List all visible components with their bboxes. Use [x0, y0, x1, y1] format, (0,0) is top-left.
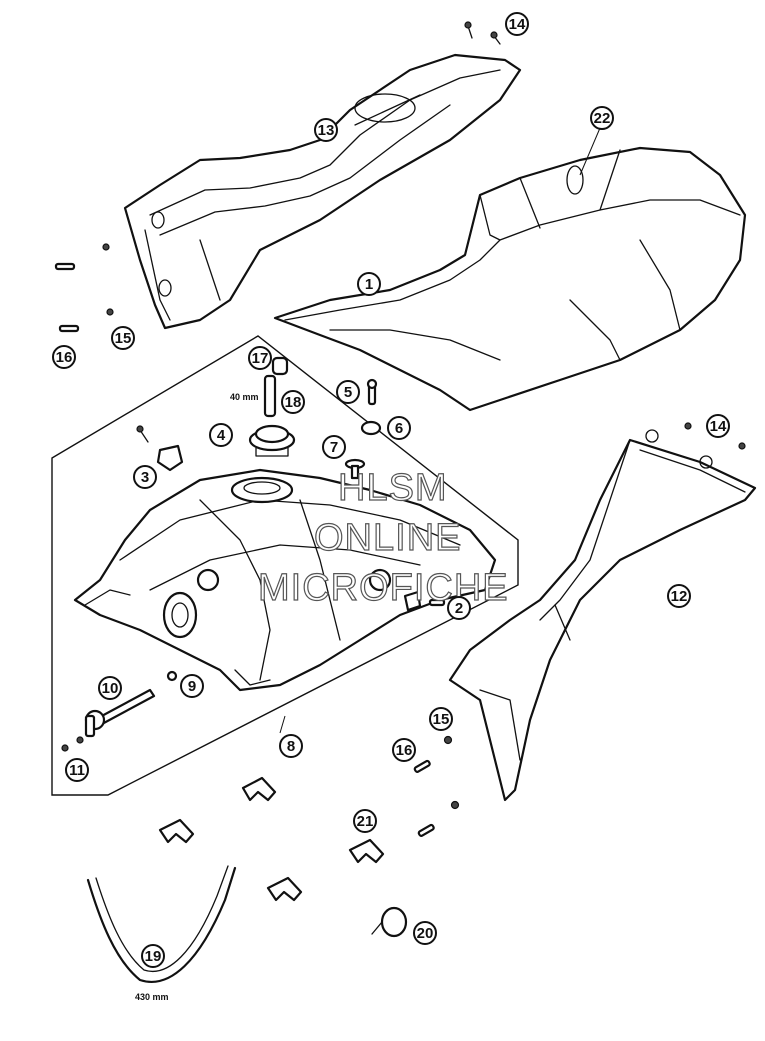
- svg-text:14: 14: [710, 418, 727, 435]
- svg-text:ONLINE: ONLINE: [314, 517, 461, 559]
- callout-3: 3: [133, 465, 157, 489]
- svg-text:11: 11: [69, 762, 85, 779]
- fuel-tap-10: [84, 688, 156, 738]
- svg-text:6: 6: [395, 420, 403, 437]
- svg-text:9: 9: [188, 678, 196, 695]
- callout-1: 1: [357, 272, 381, 296]
- svg-text:13: 13: [318, 122, 335, 139]
- callout-21: 21: [353, 809, 377, 833]
- callout-22: 22: [590, 106, 614, 130]
- right-side-cover: [448, 429, 757, 802]
- svg-text:19: 19: [145, 948, 162, 965]
- svg-text:14: 14: [509, 16, 526, 33]
- callout-7: 7: [322, 435, 346, 459]
- grommet-15-right: [443, 735, 460, 810]
- svg-text:16: 16: [396, 742, 413, 759]
- svg-text:16: 16: [56, 349, 73, 366]
- screw-14-right: [684, 422, 746, 450]
- callout-13: 13: [314, 118, 338, 142]
- callout-2: 2: [447, 596, 471, 620]
- svg-text:2: 2: [455, 600, 463, 617]
- svg-text:12: 12: [671, 588, 688, 605]
- callout-15-right: 15: [429, 707, 453, 731]
- hose-clamp-20: [371, 906, 408, 938]
- callout-18: 18: [281, 390, 305, 414]
- dimension-label-hose: 430 mm: [135, 992, 169, 1002]
- callout-19: 19: [141, 944, 165, 968]
- plug-17: [271, 356, 289, 376]
- callout-5: 5: [336, 380, 360, 404]
- svg-text:15: 15: [433, 711, 450, 728]
- dimension-label-plug: 40 mm: [230, 392, 259, 402]
- callout-16-right: 16: [392, 738, 416, 762]
- fuel-cap: [248, 424, 296, 457]
- svg-text:10: 10: [102, 680, 119, 697]
- screw-14-top: [464, 21, 501, 45]
- tube-18: [263, 374, 277, 418]
- leader-lines: [279, 127, 601, 734]
- screw-11: [61, 736, 84, 752]
- tank-assembly-frame: [51, 335, 519, 796]
- svg-text:4: 4: [217, 427, 226, 444]
- svg-text:HLSM: HLSM: [338, 467, 448, 509]
- callout-12: 12: [667, 584, 691, 608]
- screw-16-left: [54, 262, 80, 333]
- callout-8: 8: [279, 734, 303, 758]
- clip-3: [136, 425, 184, 472]
- callout-6: 6: [387, 416, 411, 440]
- left-side-cover: [123, 53, 522, 330]
- svg-text:MICROFICHE: MICROFICHE: [258, 567, 509, 609]
- callout-15-left: 15: [111, 326, 135, 350]
- svg-text:1: 1: [365, 276, 373, 293]
- svg-text:3: 3: [141, 469, 149, 486]
- callout-9: 9: [180, 674, 204, 698]
- watermark: HLSM ONLINE MICROFICHE: [257, 466, 509, 609]
- svg-text:17: 17: [252, 350, 269, 367]
- svg-text:22: 22: [594, 110, 611, 127]
- grommet-15-left: [102, 243, 114, 316]
- svg-text:5: 5: [344, 384, 352, 401]
- screw-5: [366, 378, 378, 406]
- callout-14-top: 14: [505, 12, 529, 36]
- callout-16-left: 16: [52, 345, 76, 369]
- callout-4: 4: [209, 423, 233, 447]
- fuel-tank: [73, 468, 497, 692]
- svg-text:15: 15: [115, 330, 132, 347]
- grommet-6: [360, 420, 382, 436]
- seat: [273, 146, 747, 412]
- fuel-hose-19: [86, 865, 237, 983]
- screw-16-right: [413, 759, 435, 837]
- callout-20: 20: [413, 921, 437, 945]
- svg-text:7: 7: [330, 439, 338, 456]
- svg-text:18: 18: [285, 394, 302, 411]
- svg-text:21: 21: [357, 813, 374, 830]
- svg-text:8: 8: [287, 738, 295, 755]
- seal-9: [166, 670, 178, 682]
- callout-10: 10: [98, 676, 122, 700]
- hose-clip-21: [158, 776, 385, 902]
- callout-14-right: 14: [706, 414, 730, 438]
- bolt-7: [344, 458, 366, 480]
- callout-17: 17: [248, 346, 272, 370]
- svg-text:20: 20: [417, 925, 434, 942]
- callout-11: 11: [65, 758, 89, 782]
- bolt-2: [403, 590, 446, 612]
